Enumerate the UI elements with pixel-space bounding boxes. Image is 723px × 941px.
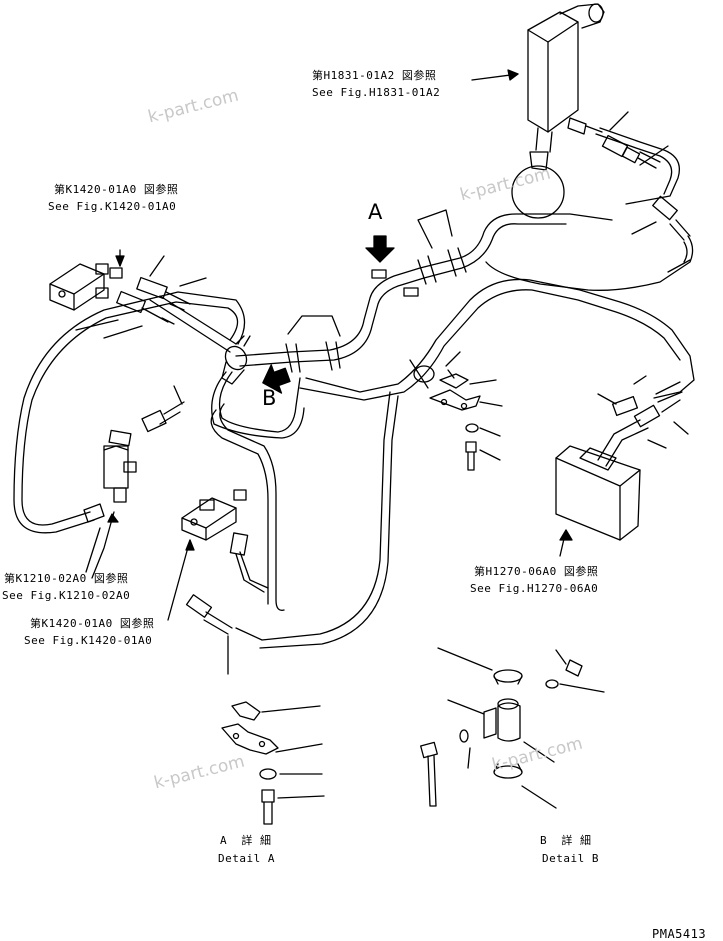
marker-b: B: [262, 386, 277, 410]
ref-h1831-jp: 第H1831-01A2 図参照: [312, 69, 437, 82]
detail-b-drawing: [421, 648, 604, 808]
detail-b-caption-en: Detail B: [542, 852, 599, 865]
valve-vertical-left: [92, 430, 136, 578]
ref-k1210-en: See Fig.K1210-02A0: [2, 589, 131, 602]
ref-k1420-bottom-jp: 第K1420-01A0 図参照: [30, 617, 155, 630]
ref-k1420-bottom-en: See Fig.K1420-01A0: [24, 634, 153, 647]
valve-assembly-top-right: [472, 4, 679, 218]
detail-a-caption-en: Detail A: [218, 852, 275, 865]
marker-a: A: [368, 200, 383, 224]
ref-h1831-en: See Fig.H1831-01A2: [312, 86, 441, 99]
ref-k1420-top-jp: 第K1420-01A0 図参照: [54, 183, 179, 196]
ref-k1420-top-en: See Fig.K1420-01A0: [48, 200, 177, 213]
elbow-fitting-b: [221, 336, 250, 384]
detail-a-drawing: [222, 702, 324, 824]
valve-block-top-left: [50, 250, 124, 310]
clip-bracket-stack-right: [430, 352, 502, 470]
detail-a-caption-jp: A 詳 細: [220, 834, 272, 847]
hose-loop-center: [211, 372, 398, 648]
leader-k1210: [86, 528, 100, 572]
box-component-right: [556, 376, 688, 556]
main-tube-upper: [236, 210, 612, 372]
hose-fittings-top-left: [76, 256, 206, 338]
ref-h1270-jp: 第H1270-06A0 図参照: [474, 565, 599, 578]
ref-k1210-jp: 第K1210-02A0 図参照: [4, 572, 129, 585]
main-tube-right-loop: [300, 279, 694, 400]
hose-end-left-middle: [142, 386, 184, 432]
drawing-number: PMA5413: [652, 927, 707, 941]
marker-arrows: [258, 236, 394, 398]
ref-h1270-en: See Fig.H1270-06A0: [470, 582, 599, 595]
valve-block-bottom-left: [168, 490, 246, 620]
hose-loop-left: [14, 292, 245, 533]
hose-fittings-top-right: [486, 112, 693, 290]
detail-b-caption-jp: B 詳 細: [540, 834, 592, 847]
hose-end-bottom-center: [187, 533, 268, 674]
